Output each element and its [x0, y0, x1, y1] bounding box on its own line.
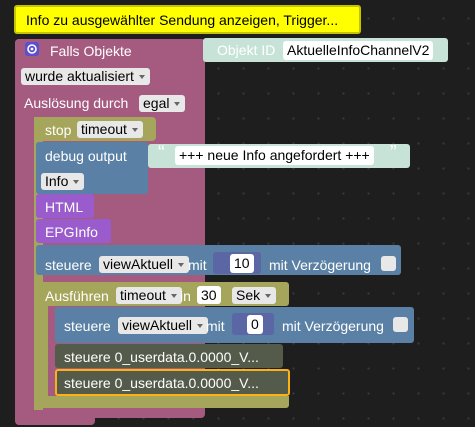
debug-text-field[interactable]: +++ neue Info angefordert +++: [175, 146, 374, 165]
epginfo-label: EPGInfo: [45, 224, 98, 240]
set2-verz-label: mit Verzögerung: [282, 318, 384, 334]
set2-verz-checkbox[interactable]: [393, 317, 408, 332]
timeout-bottom: [36, 396, 289, 408]
timeout-name-dropdown[interactable]: timeout: [116, 287, 182, 304]
set2-label: steuere: [64, 318, 111, 334]
quote-open-icon: “: [158, 142, 165, 164]
set1-number-field[interactable]: 10: [230, 254, 254, 273]
html-block[interactable]: [36, 194, 94, 218]
set3-text: steuere 0_userdata.0.0000_V...: [64, 349, 259, 365]
timeout-unit-dropdown[interactable]: Sek: [232, 287, 277, 304]
ausloesung-label: Auslösung durch: [24, 95, 129, 111]
stop-label: stop: [45, 122, 72, 138]
debug-level-dropdown[interactable]: Info: [41, 173, 85, 190]
objekt-id-field[interactable]: AktuelleInfoChannelV2: [283, 41, 434, 60]
trigger-bottom-cap: [15, 411, 95, 425]
debug-label: debug output: [45, 148, 127, 164]
stop-dropdown[interactable]: timeout: [77, 121, 143, 138]
timeout-label: Ausführen: [45, 288, 109, 304]
gear-icon[interactable]: [25, 42, 39, 56]
collapsed-set-block-1[interactable]: [55, 344, 283, 368]
set1-label: steuere: [45, 257, 92, 273]
collapsed-set-block-2[interactable]: [55, 369, 290, 396]
set1-mit: mit: [188, 257, 207, 273]
epginfo-block[interactable]: [36, 219, 111, 243]
timeout-spine: [36, 282, 48, 402]
comment-bubble[interactable]: [14, 5, 361, 34]
set2-variable-dropdown[interactable]: viewAktuell: [118, 317, 209, 334]
set1-variable-dropdown[interactable]: viewAktuell: [99, 256, 190, 273]
html-label: HTML: [45, 199, 84, 215]
event-dropdown[interactable]: wurde aktualisiert: [21, 68, 150, 85]
set4-text: steuere 0_userdata.0.0000_V...: [64, 375, 259, 391]
set1-verz-label: mit Verzögerung: [269, 257, 371, 273]
comment-text: Info zu ausgewählter Sendung anzeigen, T…: [26, 12, 339, 28]
set1-verz-checkbox[interactable]: [381, 256, 396, 271]
set2-mit: mit: [206, 318, 225, 334]
objekt-id-label: Objekt ID: [217, 42, 276, 58]
trigger-label: Falls Objekte: [50, 43, 132, 59]
quote-close-icon: ”: [390, 142, 397, 164]
ausloesung-dropdown[interactable]: egal: [139, 95, 186, 112]
timeout-in: in: [180, 288, 191, 304]
timeout-value-field[interactable]: 30: [197, 286, 221, 304]
set2-number-field[interactable]: 0: [247, 315, 263, 334]
